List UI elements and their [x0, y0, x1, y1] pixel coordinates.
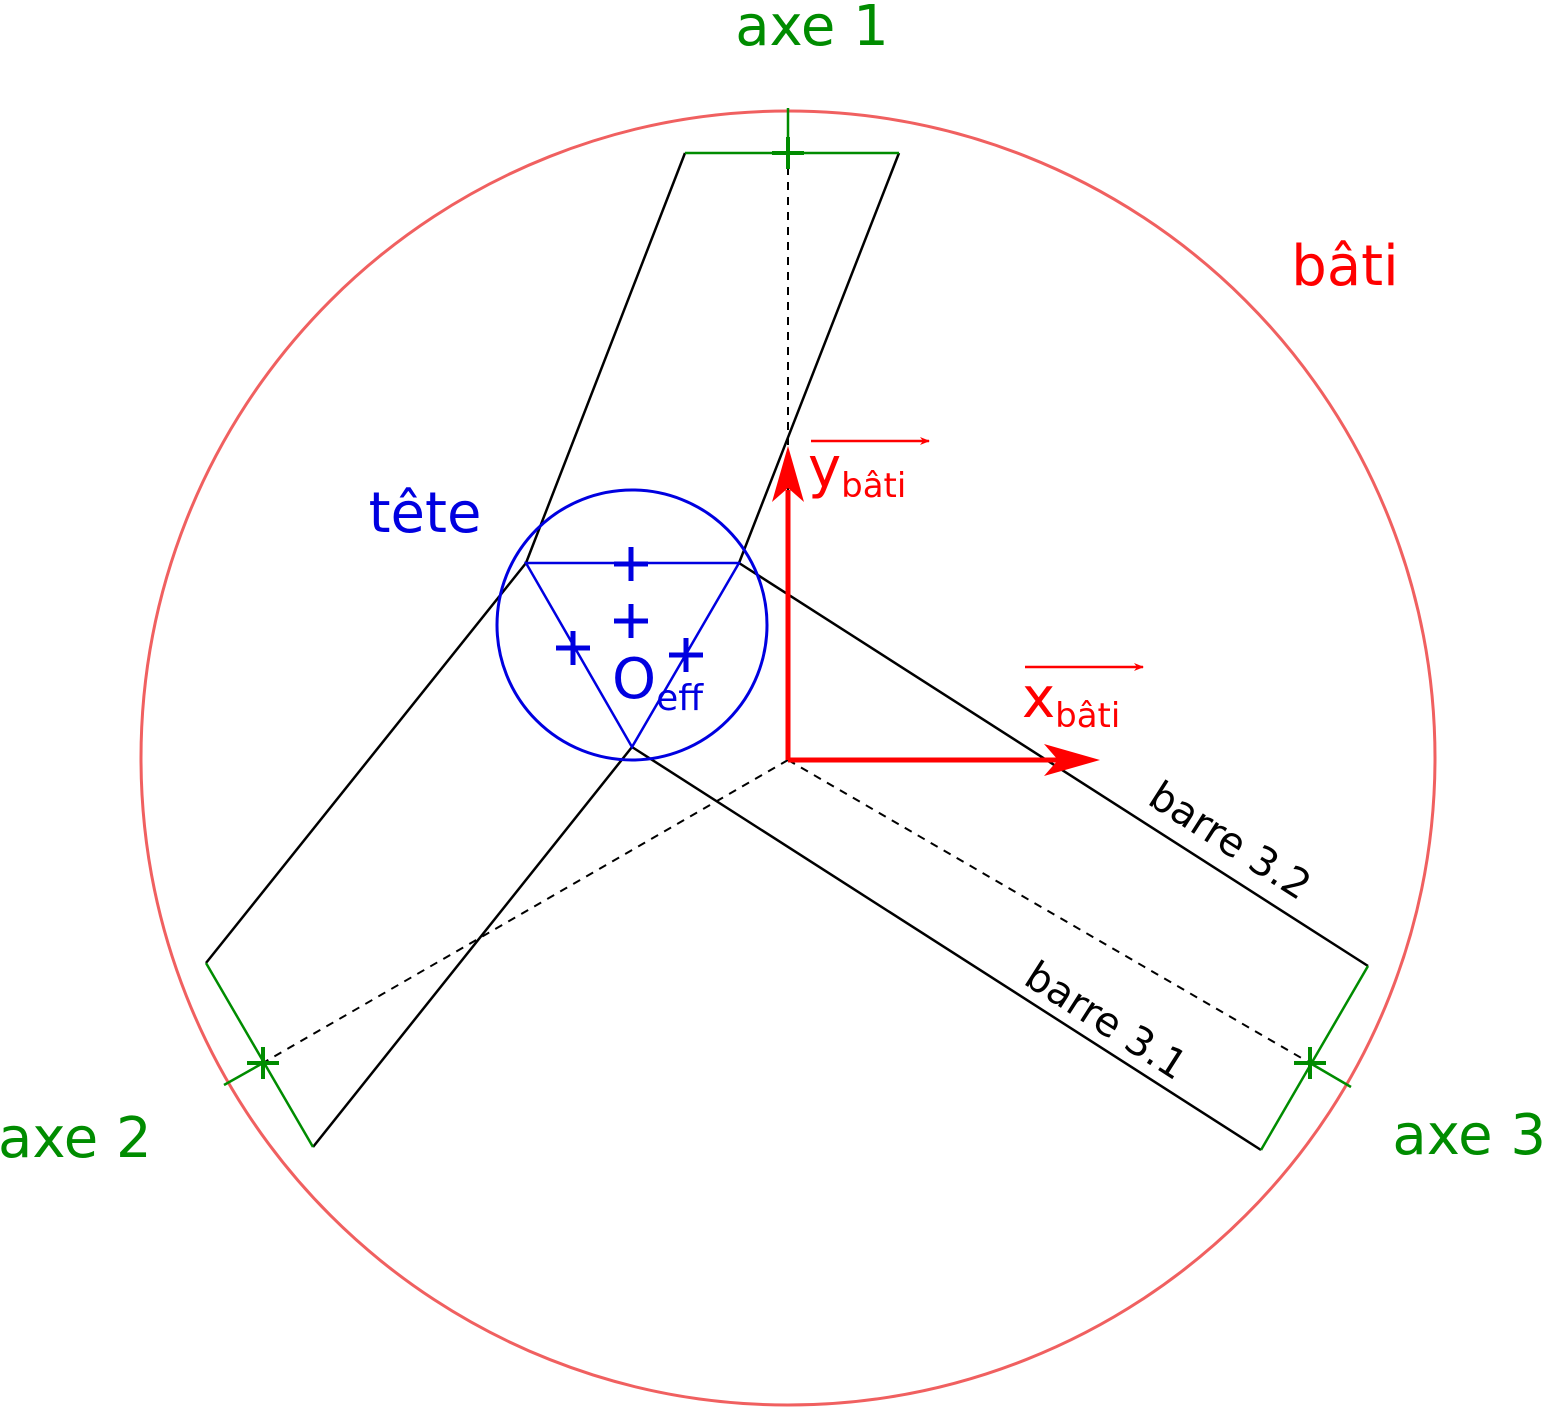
x-vector-main: x [1022, 666, 1055, 731]
y-vector-sub: bâti [841, 466, 906, 506]
bar32 [738, 561, 1369, 968]
frame-vectors [772, 437, 1144, 776]
axe1-label: axe 1 [735, 0, 889, 59]
tete-label: tête [369, 481, 482, 546]
axe2-label: axe 2 [0, 1106, 152, 1171]
bati-label: bâti [1291, 234, 1398, 299]
x-vector-sub: bâti [1055, 696, 1120, 736]
head-circle [495, 488, 769, 762]
axis3-marker [1294, 1047, 1326, 1079]
axis1-marker [772, 137, 804, 169]
bar2-outer [205, 562, 527, 964]
origin-sub: eff [656, 678, 704, 719]
head-marker-top [614, 547, 648, 581]
x-axis-arrowhead [1044, 744, 1100, 776]
barre31-label: barre 3.1 [1017, 953, 1195, 1090]
barre32-label: barre 3.2 [1141, 773, 1319, 910]
y-vector-label: ybâti [808, 436, 906, 506]
axis2-dashed-line [262, 759, 789, 1064]
bar1-left [524, 152, 687, 564]
axe3-label: axe 3 [1392, 1103, 1546, 1168]
axis3-segment [1259, 965, 1370, 1151]
x-vector-label: xbâti [1022, 666, 1120, 736]
head-markers [556, 547, 703, 672]
axis3-dashed-line [787, 759, 1311, 1064]
bar31 [631, 745, 1262, 1152]
bar1-right [737, 152, 901, 564]
y-axis-arrowhead [772, 446, 804, 502]
head-marker-centre [614, 604, 648, 638]
origin-main: O [612, 647, 656, 712]
head-marker-left [556, 631, 590, 665]
bars [205, 152, 1369, 1152]
axes [204, 108, 1370, 1151]
axis-markers [247, 137, 1326, 1079]
origin-label: Oeff [612, 647, 704, 719]
y-vector-main: y [808, 436, 841, 501]
axis2-extension [223, 1061, 264, 1087]
axis3-extension [1309, 1061, 1352, 1089]
bar2-inner [312, 746, 633, 1148]
head-marker-right [669, 638, 703, 672]
axis2-marker [247, 1047, 279, 1079]
axis2-segment [204, 962, 315, 1148]
